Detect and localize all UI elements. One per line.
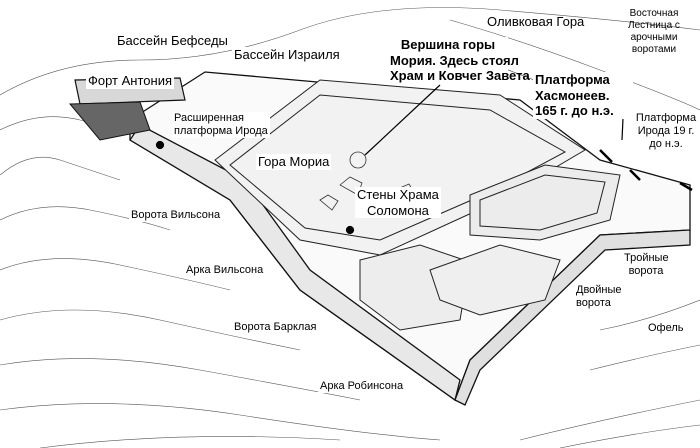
marker-hasmonean-1	[599, 149, 613, 163]
label-moriah: Гора Мориа	[256, 154, 332, 170]
label-wilson-gate: Ворота Вильсона	[129, 209, 223, 223]
label-israel-pool: Бассейн Израиля	[232, 47, 342, 63]
label-antonia: Форт Антония	[86, 73, 174, 89]
label-bethesda: Бассейн Бефседы	[115, 33, 230, 49]
marker-herod19	[679, 181, 693, 192]
marker-hasmonean-2	[629, 169, 641, 181]
label-ophel: Офель	[646, 322, 686, 336]
label-robinson-arch: Арка Робинсона	[318, 380, 406, 394]
label-wilson-arch: Арка Вильсона	[184, 264, 266, 278]
marker-herod-extended	[155, 140, 165, 150]
inner-courts	[214, 79, 621, 331]
marker-solomon-walls	[345, 225, 355, 235]
label-barclay-gate: Ворота Барклая	[232, 321, 319, 335]
label-olive-mount: Оливковая Гора	[487, 14, 585, 29]
fort-antonia-shadow	[68, 101, 151, 141]
